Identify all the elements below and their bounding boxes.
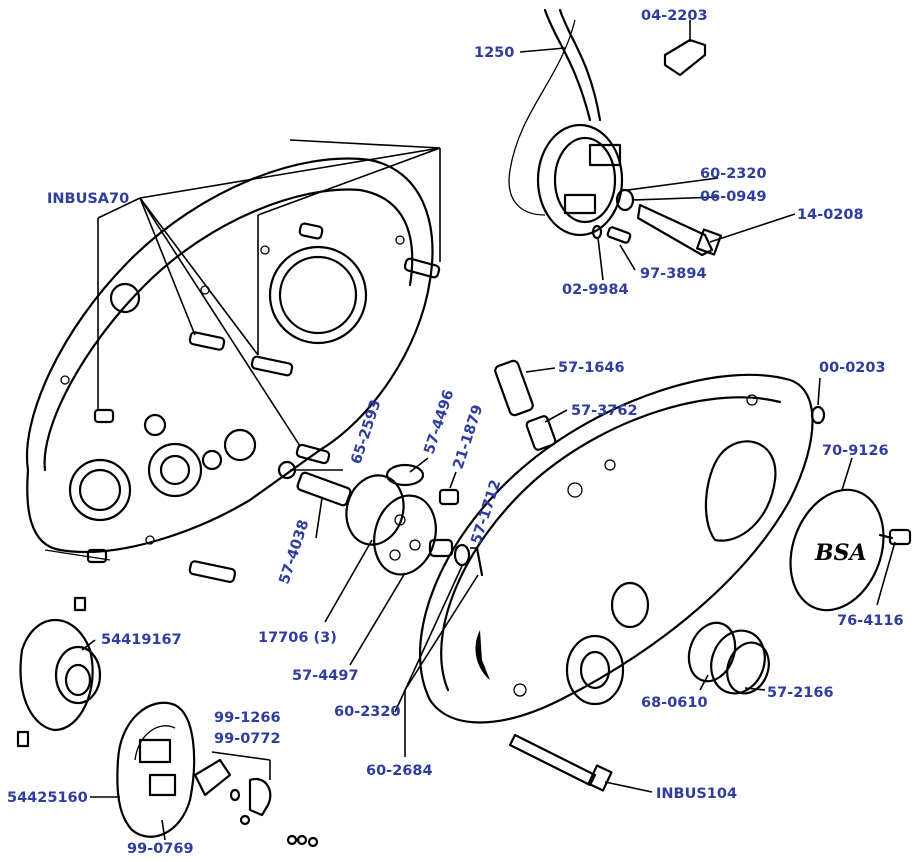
label-57-4038: 57-4038: [277, 518, 313, 586]
breather-57-1646: [494, 359, 534, 417]
label-1250: 1250: [474, 45, 514, 61]
ring-68-0610: [687, 621, 737, 683]
label-04-2203: 04-2203: [641, 8, 708, 24]
label-70-9126: 70-9126: [822, 443, 889, 459]
plate-57-4496: [345, 463, 425, 546]
part-labels: 1250 04-2203 60-2320 06-0949 14-0208 97-…: [7, 8, 904, 857]
spring-57-1712: [428, 538, 484, 577]
svg-text:BSA: BSA: [814, 540, 867, 566]
label-57-2166: 57-2166: [767, 685, 834, 701]
screw-76-4116: [878, 528, 912, 546]
nut-00-0203: [810, 405, 826, 425]
leader-lines: [81, 20, 896, 841]
label-76-4116: 76-4116: [837, 613, 904, 629]
label-inbusa70: INBUSA70: [47, 191, 129, 207]
label-60-2684: 60-2684: [366, 763, 433, 779]
plug-57-2166: [710, 629, 770, 695]
label-57-4496: 57-4496: [422, 388, 458, 456]
label-21-1879: 21-1879: [451, 403, 487, 471]
label-17706: 17706 (3): [258, 630, 337, 646]
plate-57-4497: [373, 494, 437, 576]
bolt-14-0208: [636, 203, 722, 257]
adaptor-57-3762: [525, 415, 557, 451]
label-02-9984: 02-9984: [562, 282, 629, 298]
contact-breaker-assembly-top: [508, 8, 624, 237]
label-14-0208: 14-0208: [797, 207, 864, 223]
label-60-2320-mid: 60-2320: [334, 704, 401, 720]
label-06-0949: 06-0949: [700, 189, 767, 205]
label-57-3762: 57-3762: [571, 403, 638, 419]
screws-99-0769: [286, 834, 319, 848]
label-00-0203: 00-0203: [819, 360, 886, 376]
contact-set-99-1266: [193, 758, 272, 826]
label-65-2593: 65-2593: [349, 398, 385, 466]
shaft-57-4038: [277, 460, 352, 507]
label-68-0610: 68-0610: [641, 695, 708, 711]
label-99-0769: 99-0769: [127, 841, 194, 857]
label-60-2320-top: 60-2320: [700, 166, 767, 182]
spring-21-1879: [438, 488, 460, 506]
label-57-4497: 57-4497: [292, 668, 359, 684]
label-57-1646: 57-1646: [558, 360, 625, 376]
contact-breaker-54425160: [116, 701, 196, 838]
label-inbus104: INBUS104: [656, 786, 737, 802]
label-54425160: 54425160: [7, 790, 88, 806]
label-54419167: 54419167: [101, 632, 182, 648]
outer-timing-cover: [418, 373, 814, 724]
screw-97-3894: [591, 224, 632, 244]
badge-70-9126: BSA: [789, 488, 885, 612]
label-97-3894: 97-3894: [640, 266, 707, 282]
crankcase-bolts: [86, 222, 441, 583]
clip-04-2203: [663, 38, 707, 77]
label-99-0772: 99-0772: [214, 731, 281, 747]
inner-crankcase: [25, 157, 434, 561]
contact-breaker-54419167: [16, 596, 102, 748]
stud-inbus104: [508, 733, 613, 792]
label-57-1712: 57-1712: [469, 478, 505, 546]
label-99-1266: 99-1266: [214, 710, 281, 726]
